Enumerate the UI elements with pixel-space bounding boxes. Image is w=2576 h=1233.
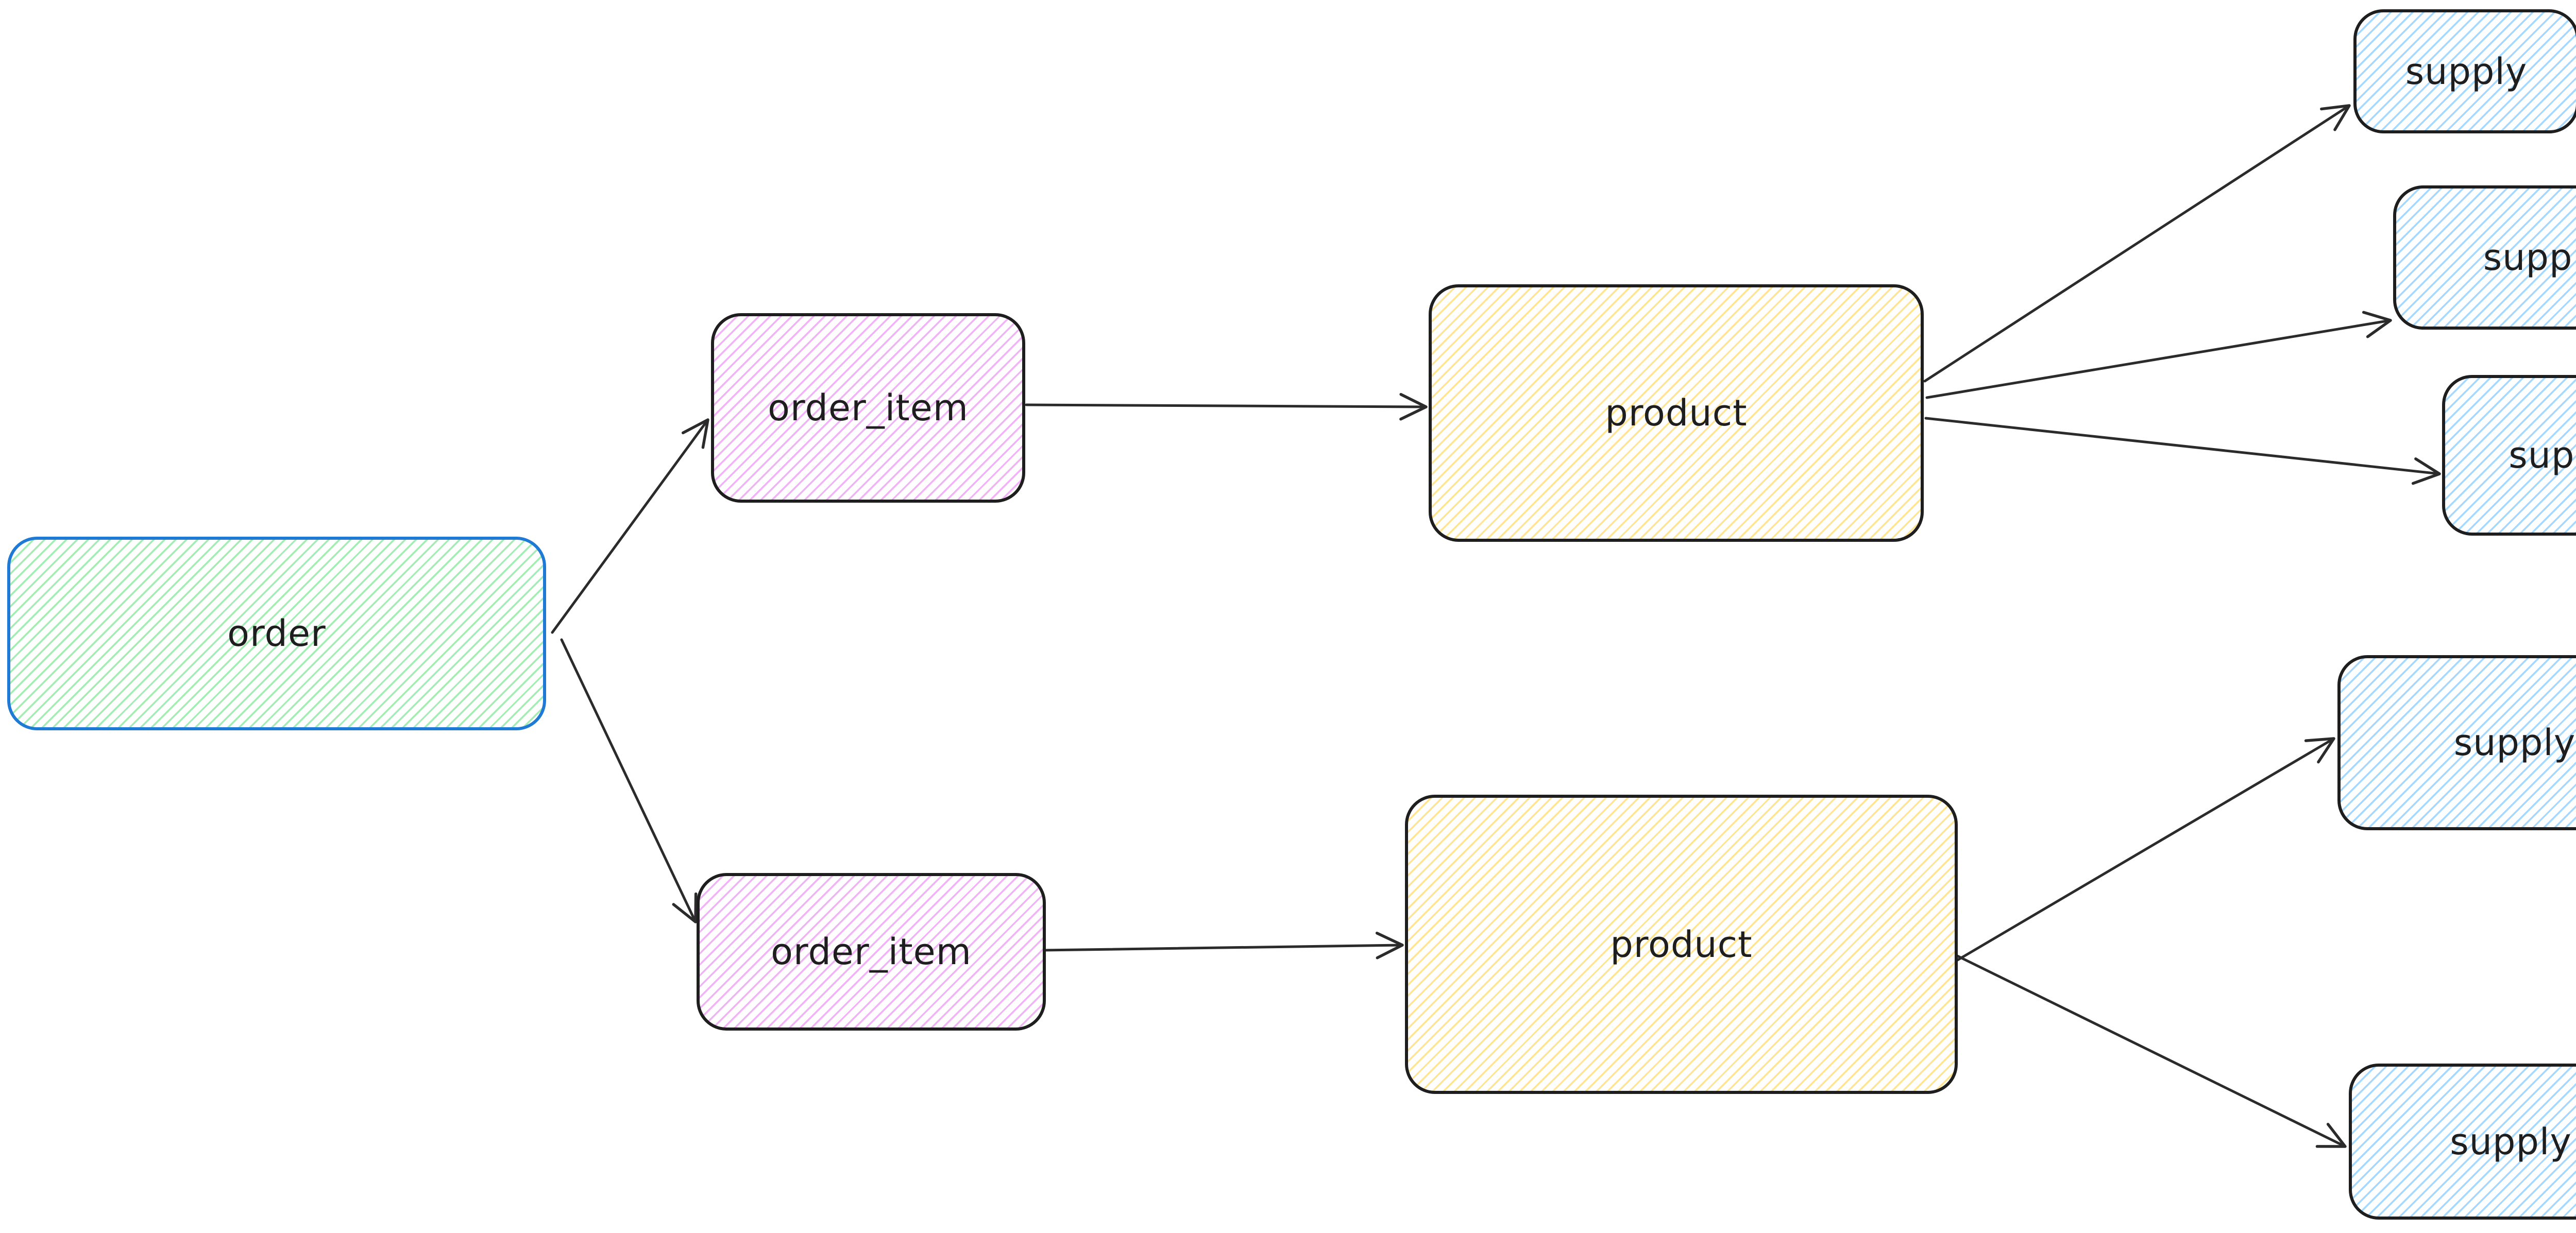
- node-supply-2[interactable]: supply: [2393, 185, 2576, 330]
- node-order-item-bottom[interactable]: order_item: [697, 873, 1046, 1031]
- node-supply-4[interactable]: supply: [2337, 655, 2576, 830]
- node-supply-3[interactable]: supply: [2442, 375, 2576, 536]
- arrow-orderitem-top-to-product[interactable]: [1025, 392, 1428, 421]
- node-supply-2-label: supply: [2483, 236, 2576, 279]
- arrow-order-to-orderitem-top[interactable]: [551, 418, 709, 634]
- node-supply-1-label: supply: [2405, 50, 2528, 93]
- node-order[interactable]: order: [7, 537, 546, 730]
- node-product-bottom[interactable]: product: [1405, 795, 1958, 1094]
- arrow-order-to-orderitem-bottom[interactable]: [560, 638, 698, 923]
- arrow-product-top-to-supply-3[interactable]: [1924, 417, 2441, 485]
- arrow-orderitem-bottom-to-product[interactable]: [1042, 931, 1404, 960]
- arrow-product-top-to-supply-2[interactable]: [1925, 311, 2392, 399]
- node-order-label: order: [227, 612, 326, 655]
- node-order-item-top[interactable]: order_item: [711, 313, 1025, 503]
- node-supply-3-label: supply: [2509, 434, 2576, 476]
- node-supply-5-label: supply: [2450, 1120, 2572, 1163]
- node-product-bottom-label: product: [1610, 923, 1753, 966]
- arrow-product-bottom-to-supply-5[interactable]: [1953, 953, 2347, 1148]
- node-supply-5[interactable]: supply: [2349, 1064, 2576, 1220]
- arrow-product-top-to-supply-1[interactable]: [1923, 104, 2351, 383]
- node-product-top-label: product: [1605, 392, 1748, 434]
- node-supply-4-label: supply: [2453, 722, 2576, 764]
- node-order-item-bottom-label: order_item: [771, 931, 972, 973]
- node-product-top[interactable]: product: [1429, 284, 1924, 542]
- node-supply-1[interactable]: supply: [2353, 9, 2576, 133]
- arrow-product-bottom-to-supply-4[interactable]: [1949, 737, 2335, 966]
- node-order-item-top-label: order_item: [768, 387, 969, 429]
